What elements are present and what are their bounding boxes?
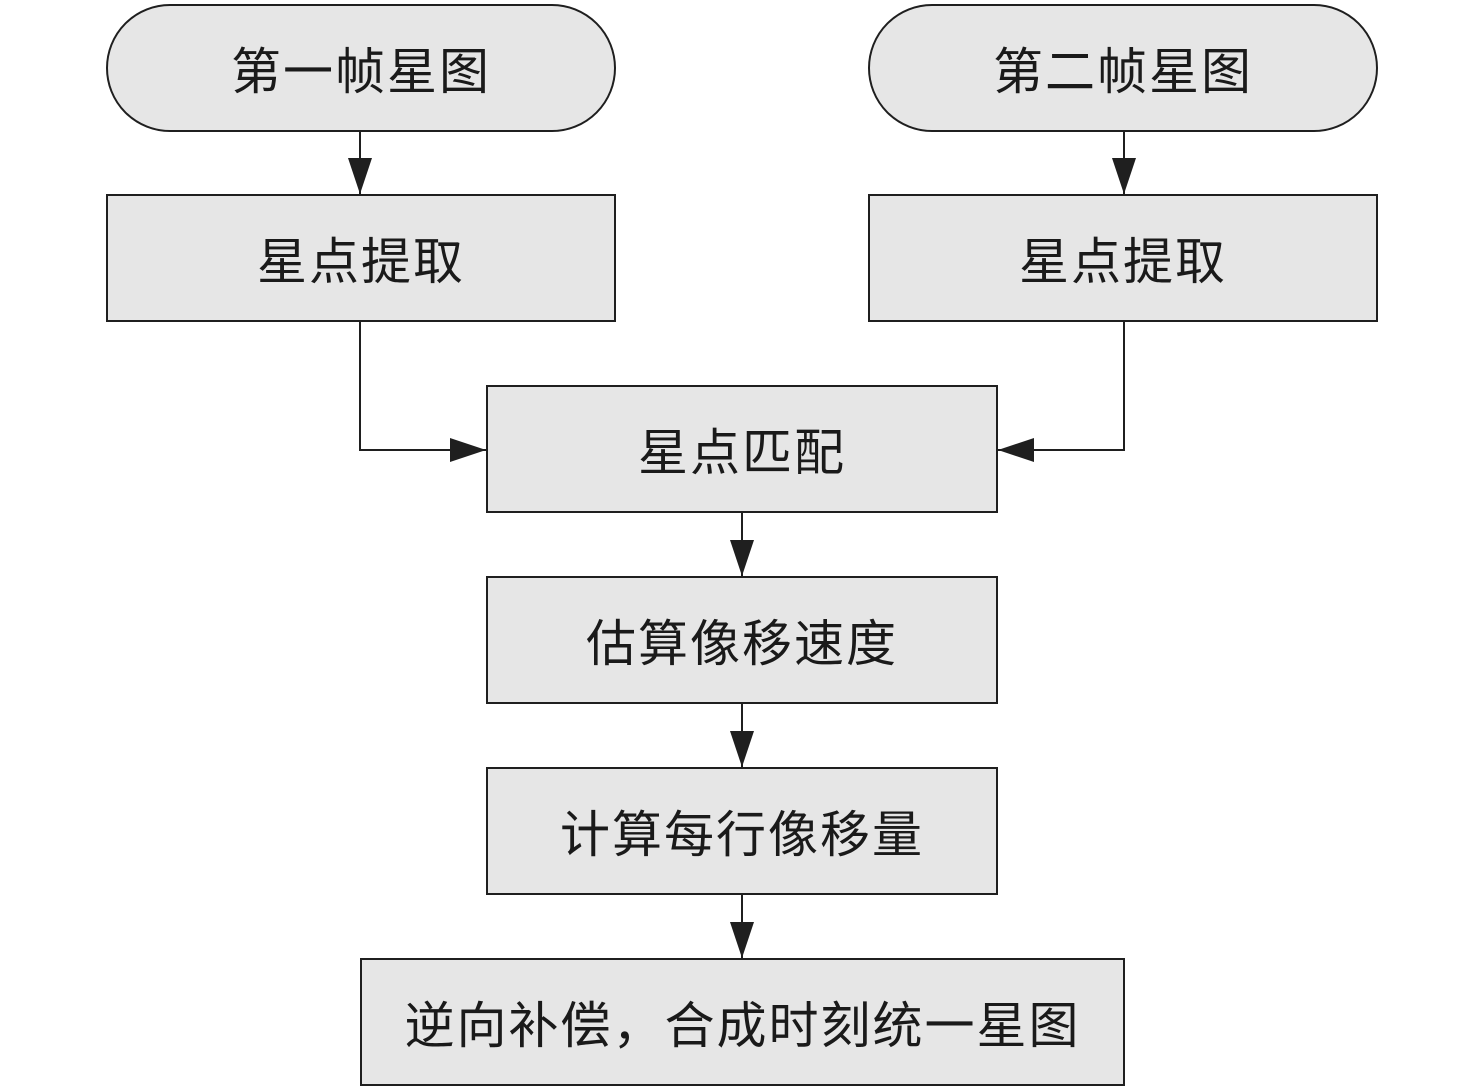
arrowhead-estimate-to-compute bbox=[730, 731, 754, 767]
node-extract1: 星点提取 bbox=[106, 194, 616, 322]
node-compute: 计算每行像移量 bbox=[486, 767, 998, 895]
node-frame1: 第一帧星图 bbox=[106, 4, 616, 132]
node-frame2: 第二帧星图 bbox=[868, 4, 1378, 132]
arrowhead-extract2-to-match bbox=[998, 438, 1034, 462]
node-extract2: 星点提取 bbox=[868, 194, 1378, 322]
arrowhead-frame2-to-extract2 bbox=[1112, 158, 1136, 194]
node-frame1-label: 第一帧星图 bbox=[231, 43, 491, 101]
node-frame2-label: 第二帧星图 bbox=[993, 43, 1253, 101]
node-compute-label: 计算每行像移量 bbox=[560, 806, 924, 864]
arrow-extract1-to-match bbox=[359, 322, 486, 451]
node-extract2-label: 星点提取 bbox=[1019, 233, 1227, 291]
node-estimate: 估算像移速度 bbox=[486, 576, 998, 704]
node-estimate-label: 估算像移速度 bbox=[586, 615, 898, 673]
node-match: 星点匹配 bbox=[486, 385, 998, 513]
arrowhead-frame1-to-extract1 bbox=[348, 158, 372, 194]
node-match-label: 星点匹配 bbox=[638, 424, 846, 482]
node-compensate-label: 逆向补偿，合成时刻统一星图 bbox=[404, 997, 1081, 1055]
arrowhead-extract1-to-match bbox=[450, 438, 486, 462]
arrow-extract2-to-match bbox=[998, 322, 1125, 451]
arrowhead-compute-to-compensate bbox=[730, 922, 754, 958]
arrowhead-match-to-estimate bbox=[730, 540, 754, 576]
node-compensate: 逆向补偿，合成时刻统一星图 bbox=[360, 958, 1125, 1086]
node-extract1-label: 星点提取 bbox=[257, 233, 465, 291]
